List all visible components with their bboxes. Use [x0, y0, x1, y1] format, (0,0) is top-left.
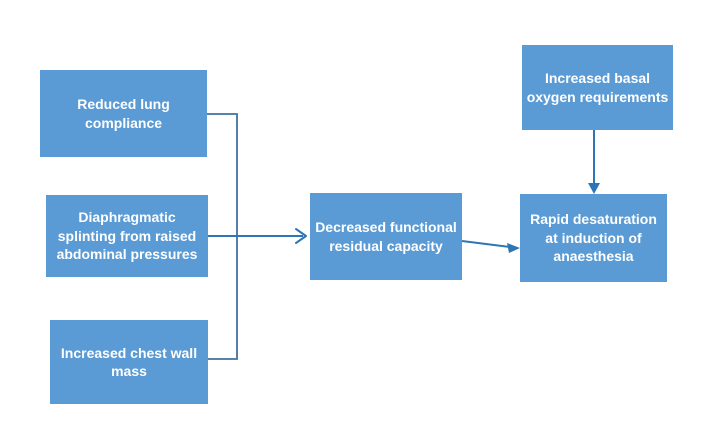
node-label: Increased basal oxygen requirements [526, 70, 669, 105]
node-label: Diaphragmatic splinting from raised abdo… [56, 209, 198, 263]
node-label: Rapid desaturation at induction of anaes… [530, 211, 657, 265]
node-label: Increased chest wall mass [60, 344, 198, 379]
node-increased-basal-oxygen: Increased basal oxygen requirements [522, 45, 673, 130]
node-increased-chest-wall-mass: Increased chest wall mass [50, 320, 208, 404]
connector-frc-to-desaturation [461, 240, 511, 248]
node-rapid-desaturation: Rapid desaturation at induction of anaes… [520, 194, 667, 282]
node-label: Reduced lung compliance [77, 96, 170, 131]
node-diaphragmatic-splinting: Diaphragmatic splinting from raised abdo… [46, 195, 208, 277]
arrowhead-filled-desaturation-left [507, 243, 520, 253]
node-reduced-lung-compliance: Reduced lung compliance [40, 70, 207, 157]
node-label: Decreased functional residual capacity [315, 219, 457, 254]
arrowhead-filled-desaturation-top [588, 183, 600, 194]
arrowhead-open-frc [295, 228, 307, 244]
node-decreased-frc: Decreased functional residual capacity [310, 193, 462, 280]
